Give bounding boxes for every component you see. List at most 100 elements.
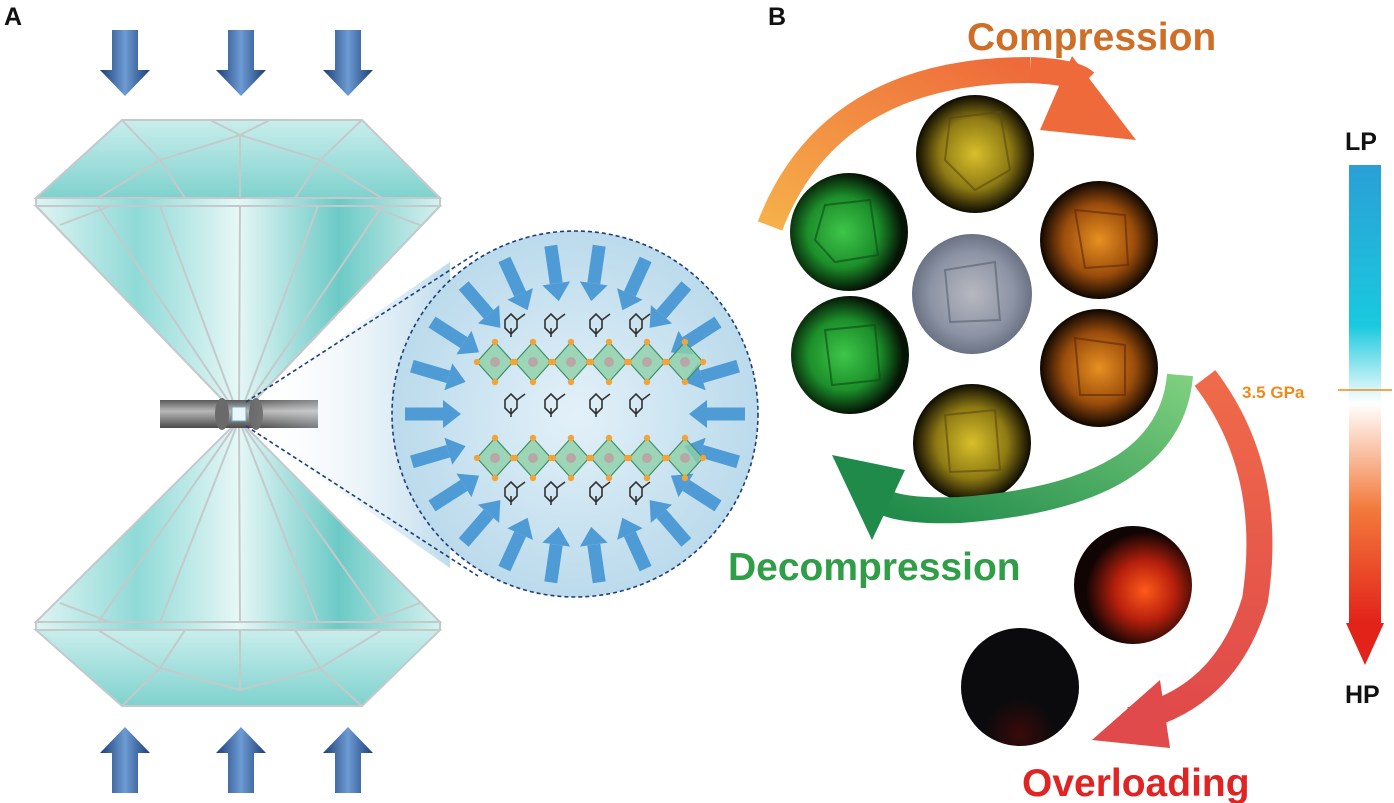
- pressure-arrow-icon: [428, 316, 468, 349]
- halide-atom: [587, 358, 595, 366]
- halide-atom: [681, 338, 689, 346]
- perovskite-lattice: [473, 312, 707, 505]
- pressure-arrowhead-icon: [670, 473, 694, 498]
- pressure-arrowhead-icon: [649, 500, 673, 523]
- pressure-arrowhead-icon: [507, 288, 533, 311]
- halide-atom: [529, 474, 537, 482]
- pressure-arrow-icon: [656, 509, 692, 547]
- overloading-label: Overloading: [1022, 762, 1250, 803]
- pressure-arrowhead-icon: [649, 305, 673, 328]
- metal-atom: [490, 357, 500, 367]
- pressure-arrowhead-icon: [542, 526, 571, 547]
- bottom-force-arrows: [100, 727, 373, 793]
- halide-atom: [529, 378, 537, 386]
- organic-cation: [544, 392, 566, 417]
- organic-cation: [504, 392, 526, 417]
- halide-atom: [473, 454, 481, 462]
- halide-atom: [643, 474, 651, 482]
- metal-atom: [528, 453, 538, 463]
- organic-cation: [504, 480, 526, 505]
- organic-cation: [629, 312, 651, 337]
- halide-atom: [511, 358, 519, 366]
- halide-atom: [663, 454, 671, 462]
- pressure-arrow-icon: [656, 281, 692, 319]
- metal-atom: [642, 357, 652, 367]
- metal-atom: [680, 357, 690, 367]
- pressure-arrowhead-icon: [456, 473, 480, 498]
- halide-atom: [605, 338, 613, 346]
- metal-atom: [604, 357, 614, 367]
- pressure-arrowhead-icon: [444, 363, 466, 391]
- scale-high-pressure-label: HP: [1345, 681, 1380, 709]
- halide-atom: [511, 454, 519, 462]
- pressure-arrow-icon: [699, 359, 740, 384]
- organic-cation: [544, 480, 566, 505]
- pressure-arrow-icon: [587, 543, 606, 584]
- organic-cation: [629, 392, 651, 417]
- metal-atom: [680, 453, 690, 463]
- halide-atom: [625, 454, 633, 462]
- photo-overload-dark: [961, 628, 1079, 746]
- halide-atom: [605, 474, 613, 482]
- halide-atom: [549, 358, 557, 366]
- halide-atom: [681, 474, 689, 482]
- halide-atom: [491, 338, 499, 346]
- diamond-anvil-top: [33, 119, 443, 419]
- up-arrow-icon: [323, 727, 373, 793]
- halide-atom: [567, 338, 575, 346]
- compression-label: Compression: [967, 16, 1216, 59]
- halide-atom: [643, 378, 651, 386]
- pressure-arrow-icon: [544, 543, 563, 584]
- halide-atom: [681, 434, 689, 442]
- threshold-pressure-label: 3.5 GPa: [1242, 383, 1305, 402]
- panel-b-letter: B: [768, 3, 786, 31]
- zoom-lattice-view: [391, 230, 759, 598]
- halide-atom: [529, 434, 537, 442]
- pressure-arrowhead-icon: [617, 288, 643, 311]
- halide-atom: [643, 434, 651, 442]
- zoom-cone: [250, 262, 450, 568]
- metal-atom: [566, 357, 576, 367]
- photo-center: [912, 234, 1032, 354]
- halide-atom: [605, 378, 613, 386]
- top-force-arrows: [100, 30, 373, 96]
- halide-atom: [491, 474, 499, 482]
- halide-atom: [605, 434, 613, 442]
- pressure-arrow-icon: [498, 256, 527, 297]
- scale-low-pressure-label: LP: [1345, 128, 1377, 156]
- halide-atom: [681, 378, 689, 386]
- pressure-arrowhead-icon: [444, 437, 466, 465]
- metal-atom: [566, 453, 576, 463]
- pressure-arrow-icon: [699, 444, 740, 469]
- pressure-arrow-icon: [498, 531, 527, 572]
- pressure-arrow-icon: [458, 509, 494, 547]
- halide-atom: [699, 358, 707, 366]
- photo-top: [916, 95, 1034, 213]
- diamond-anvil-bottom: [33, 418, 443, 707]
- pressure-arrowhead-icon: [579, 526, 608, 547]
- pressure-arrowhead-icon: [579, 281, 608, 302]
- organic-cation: [589, 392, 611, 417]
- organic-cation: [504, 312, 526, 337]
- photo-ring: [790, 95, 1192, 746]
- photo-bottom: [913, 384, 1031, 502]
- halide-atom: [587, 454, 595, 462]
- pressure-arrowhead-icon: [689, 400, 707, 428]
- pressure-arrow-icon: [682, 479, 722, 512]
- metal-atom: [604, 453, 614, 463]
- halide-atom: [699, 454, 707, 462]
- halide-atom: [567, 434, 575, 442]
- down-arrow-icon: [323, 30, 373, 96]
- pressure-arrowhead-icon: [443, 400, 461, 428]
- pressure-arrow-icon: [544, 244, 563, 285]
- down-arrow-icon: [216, 30, 266, 96]
- photo-upper-left: [790, 173, 908, 291]
- pressure-scale: [1338, 165, 1392, 665]
- pressure-arrowhead-icon: [617, 517, 643, 540]
- overloading-arrow: [1092, 370, 1273, 748]
- photo-lower-left: [791, 296, 909, 414]
- pressure-arrowhead-icon: [477, 305, 501, 328]
- pressure-arrow-icon: [623, 531, 652, 572]
- panel-a-letter: A: [4, 3, 22, 31]
